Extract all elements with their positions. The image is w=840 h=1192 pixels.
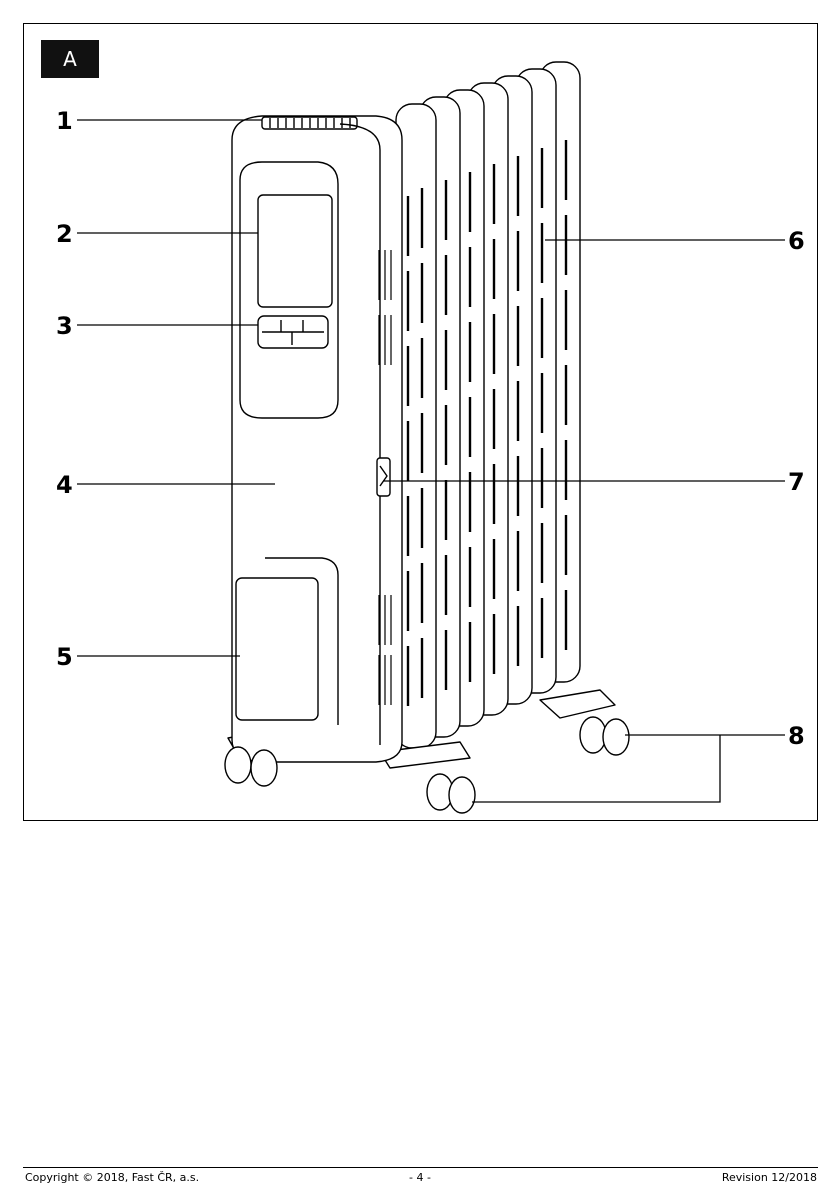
heater-diagram: 1 2 3 4 5 6 7 8: [0, 0, 840, 830]
callout-1: 1: [56, 107, 73, 135]
callout-3: 3: [56, 312, 73, 340]
callout-2: 2: [56, 220, 73, 248]
callout-8: 8: [788, 722, 805, 750]
footer-revision: Revision 12/2018: [722, 1171, 817, 1184]
callout-6: 6: [788, 227, 805, 255]
callout-4: 4: [56, 471, 73, 499]
footer-rule: [23, 1167, 818, 1168]
side-switch: [377, 458, 390, 496]
heater-fins: [396, 62, 580, 748]
footer-page-number: - 4 -: [0, 1171, 840, 1184]
heater-body: [232, 116, 402, 762]
callout-5: 5: [56, 643, 73, 671]
callout-7: 7: [788, 468, 805, 496]
